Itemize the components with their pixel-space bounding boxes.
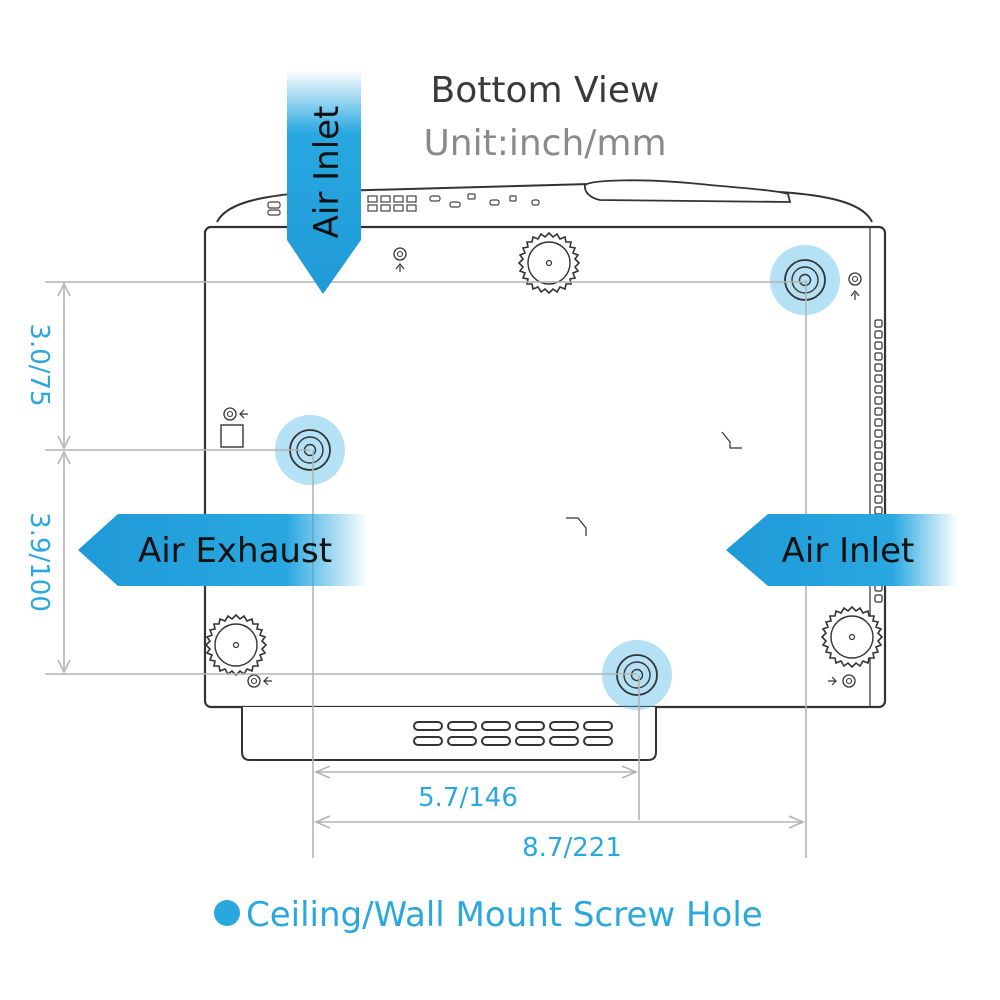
air-inlet-top-arrow [287, 70, 361, 294]
adjustable-foot-bottom-left [205, 614, 267, 676]
lens-housing [584, 179, 792, 203]
top-ports [267, 193, 540, 216]
adjustable-foot-bottom-right [821, 606, 883, 668]
small-markers [223, 247, 862, 688]
vent-slot [874, 385, 883, 394]
air-exhaust-label: Air Exhaust [138, 531, 332, 571]
mount-screw-hole-top-right [769, 244, 841, 316]
vent-slot [874, 330, 883, 339]
vent-slot [874, 594, 883, 603]
vent-slot [874, 418, 883, 427]
vent-slot [874, 407, 883, 416]
dimension-vertical-upper: 3.0/75 [24, 323, 54, 406]
vent-slot [874, 440, 883, 449]
vent-slot [874, 484, 883, 493]
vent-slot [874, 451, 883, 460]
air-inlet-right-label: Air Inlet [782, 531, 915, 571]
vent-slot [874, 495, 883, 504]
diagram-title: Bottom View [431, 70, 660, 111]
air-exhaust-arrow [78, 514, 368, 586]
air-inlet-right-arrow [726, 514, 958, 586]
vent-slot [874, 473, 883, 482]
adjustable-foot-top [518, 232, 580, 294]
vent-slot [874, 396, 883, 405]
dimension-horizontal-outer: 8.7/221 [522, 833, 622, 863]
dimension-horizontal-inner: 5.7/146 [418, 783, 518, 813]
projector-body [203, 179, 887, 761]
air-inlet-top-label: Air Inlet [307, 106, 347, 239]
vent-slot [874, 352, 883, 361]
unit-label: Unit:inch/mm [423, 123, 666, 164]
legend-dot [214, 900, 240, 926]
vent-slot [874, 462, 883, 471]
vent-slot [874, 319, 883, 328]
vent-slot [874, 374, 883, 383]
dimension-vertical-lower: 3.9/100 [24, 512, 54, 612]
vent-slot [874, 341, 883, 350]
vent-slot [874, 429, 883, 438]
mount-screw-hole-bottom [601, 639, 673, 711]
legend-screw-hole-label: Ceiling/Wall Mount Screw Hole [246, 895, 763, 935]
vent-slot [874, 363, 883, 372]
bottom-vents [413, 721, 613, 746]
